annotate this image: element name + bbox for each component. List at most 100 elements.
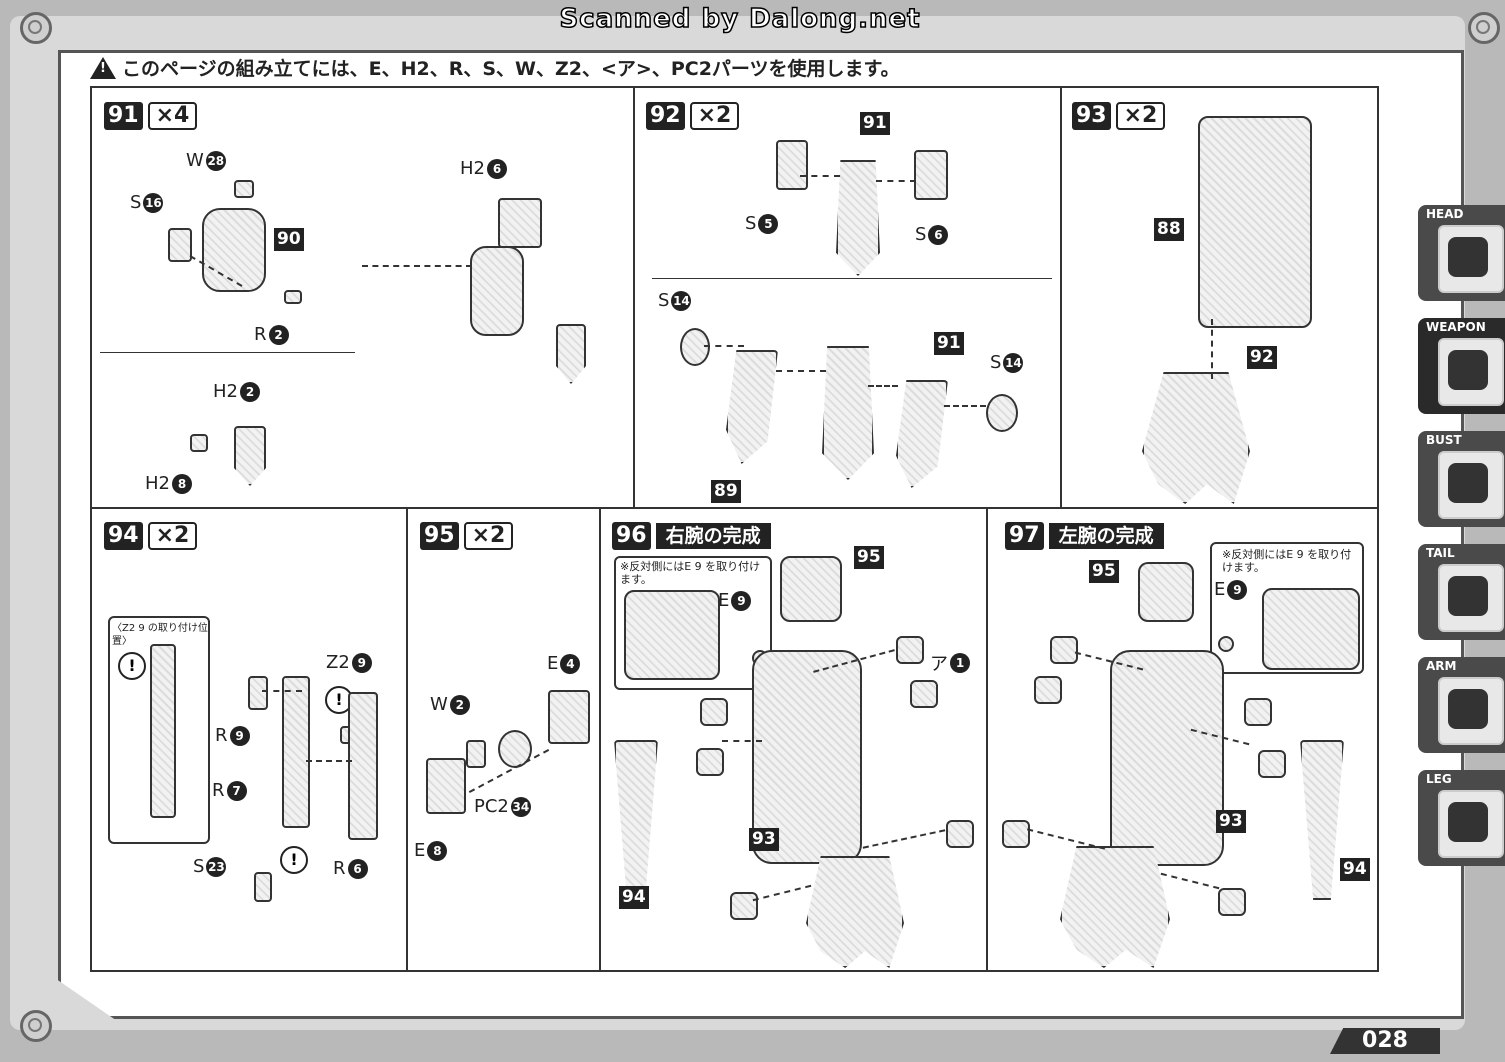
part-ref-90: 90	[274, 228, 304, 251]
step-93-header: 93 ×2	[1072, 102, 1166, 130]
part-h2-8	[190, 434, 208, 452]
cap-a1	[700, 698, 728, 726]
assembly-finger-top	[836, 160, 880, 276]
guide-arrow	[362, 265, 472, 267]
opposite-side-note-right: ※反対側にはE 9 を取り付けます。	[620, 560, 761, 586]
assembly-93-left	[1110, 650, 1224, 866]
sidebar-tab-label: WEAPON	[1426, 320, 1486, 334]
part-ref-91-top: 91	[860, 112, 890, 135]
assembly-88	[1198, 116, 1312, 328]
part-w28	[234, 180, 254, 198]
guide-arrow	[800, 175, 840, 177]
sidebar-tab-bust[interactable]: BUST	[1418, 431, 1505, 527]
bolt-top-left-icon	[20, 12, 52, 44]
part-s23	[254, 872, 272, 902]
tail-thumbnail-icon	[1438, 564, 1504, 632]
step-multiplier: ×4	[147, 102, 198, 130]
step-94-header: 94 ×2	[104, 522, 198, 550]
part-r9	[248, 676, 268, 710]
guide-arrow	[944, 405, 986, 407]
col-divider-94-95	[406, 507, 408, 970]
part-ref-93-left: 93	[1216, 810, 1246, 833]
sidebar-tab-label: HEAD	[1426, 207, 1464, 221]
part-ref-93-right: 93	[749, 828, 779, 851]
sidebar-tab-tail[interactable]: TAIL	[1418, 544, 1505, 640]
cap-a1	[1050, 636, 1078, 664]
step-95-header: 95 ×2	[420, 522, 514, 550]
part-e9-left	[1218, 636, 1234, 652]
sidebar-tab-weapon[interactable]: WEAPON	[1418, 318, 1505, 414]
part-s6	[914, 150, 948, 200]
guide-arrow	[262, 690, 302, 692]
assembly-claw-93	[1142, 372, 1250, 504]
step-multiplier: ×2	[1115, 102, 1166, 130]
leg-thumbnail-icon	[1438, 790, 1504, 858]
part-s16	[168, 228, 192, 262]
step-96-header: 96 右腕の完成	[612, 522, 771, 550]
col-divider-95-96	[599, 507, 601, 970]
bust-thumbnail-icon	[1438, 451, 1504, 519]
step-number: 97	[1005, 522, 1044, 550]
step-title: 右腕の完成	[655, 523, 771, 549]
assembly-95-left	[1138, 562, 1194, 622]
warning-icon	[90, 56, 116, 79]
guide-arrow	[868, 385, 898, 387]
scan-credit: Scanned by Dalong.net	[559, 3, 921, 35]
cap-a1	[1244, 698, 1272, 726]
sidebar-tab-leg[interactable]: LEG	[1418, 770, 1505, 866]
sidebar-tab-head[interactable]: HEAD	[1418, 205, 1505, 301]
part-ref-95-right: 95	[854, 546, 884, 569]
part-claw-cover	[556, 324, 586, 384]
step-number: 91	[104, 102, 143, 130]
assembly-barrel	[282, 676, 310, 828]
assembly-91-joint	[470, 246, 524, 336]
sidebar-tab-label: TAIL	[1426, 546, 1455, 560]
sidebar-tab-arm[interactable]: ARM	[1418, 657, 1505, 753]
assembly-95-right	[780, 556, 842, 622]
caution-icon: !	[280, 846, 308, 874]
assembly-center-finger	[822, 346, 874, 480]
cap-a1	[730, 892, 758, 920]
sidebar-tab-label: BUST	[1426, 433, 1462, 447]
caution-icon: !	[118, 652, 146, 680]
part-r2	[284, 290, 302, 304]
part-ref-94-right: 94	[619, 886, 649, 909]
part-w2	[466, 740, 486, 768]
col-divider-91-92	[633, 88, 635, 507]
guide-arrow	[776, 370, 826, 372]
part-s5	[776, 140, 808, 190]
z2-position-rod	[150, 644, 176, 818]
part-s14-right	[986, 394, 1018, 432]
step-multiplier: ×2	[463, 522, 514, 550]
opposite-side-note-left: ※反対側にはE 9 を取り付けます。	[1222, 548, 1352, 574]
detail-shoulder-left	[1262, 588, 1360, 670]
part-ref-88: 88	[1154, 218, 1184, 241]
part-pc2-34	[498, 730, 532, 768]
cap-a1	[1218, 888, 1246, 916]
part-ref-95-left: 95	[1089, 560, 1119, 583]
part-e4	[548, 690, 590, 744]
guide-arrow	[704, 345, 744, 347]
cap-a1	[1258, 750, 1286, 778]
cap-a1	[910, 680, 938, 708]
part-ref-89: 89	[711, 480, 741, 503]
sidebar-tab-label: LEG	[1426, 772, 1452, 786]
page-number: 028	[1330, 1028, 1440, 1054]
part-ref-92: 92	[1247, 346, 1277, 369]
guide-arrow	[722, 740, 762, 742]
